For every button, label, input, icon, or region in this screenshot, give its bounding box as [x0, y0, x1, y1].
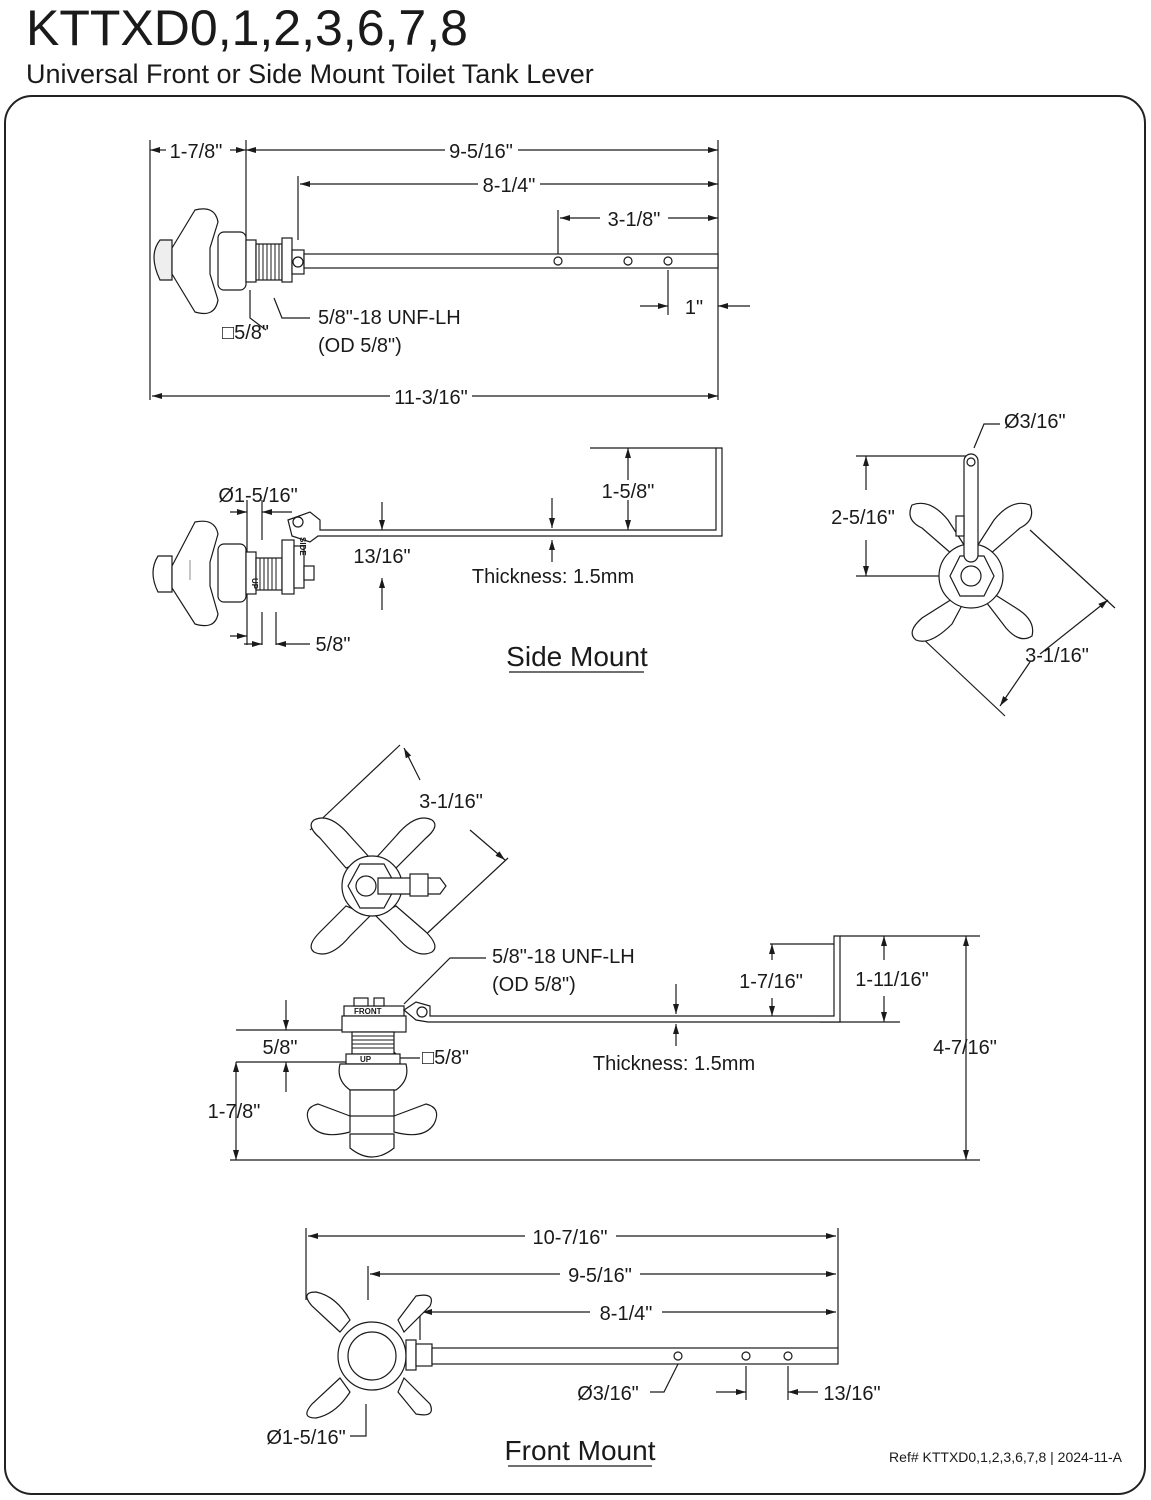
dim-span: 3-1/16" [1025, 645, 1089, 667]
dim-square: □5/8" [222, 322, 269, 344]
stamp-front-up: UP [360, 1055, 372, 1064]
dim-thread: 5/8"-18 UNF-LH [318, 307, 461, 329]
side-mount-view [152, 447, 723, 647]
dim-front-nut: 5/8" [263, 1037, 298, 1059]
stamp-up: UP [250, 578, 259, 590]
dim-front-thread: 5/8"-18 UNF-LH [492, 946, 635, 968]
dim-drop-b: 1-11/16" [855, 969, 928, 991]
drawing-title: KTTXD0,1,2,3,6,7,8 [26, 0, 468, 56]
dim-thread-od: (OD 5/8") [318, 335, 402, 357]
dim-drop-a: 1-7/16" [739, 971, 803, 993]
dim-hole-dia: Ø3/16" [1004, 411, 1066, 433]
dim-front-square: □5/8" [422, 1047, 469, 1069]
side-end-view [856, 423, 1116, 717]
dim-handle-length: 1-7/8" [170, 141, 223, 163]
dim-plan-arm: 8-1/4" [600, 1303, 653, 1325]
dim-front-thread-od: (OD 5/8") [492, 974, 576, 996]
dim-thickness: Thickness: 1.5mm [472, 566, 634, 588]
drawing-subtitle: Universal Front or Side Mount Toilet Tan… [26, 59, 594, 89]
dim-total-height: 4-7/16" [933, 1037, 997, 1059]
top-view [149, 140, 750, 400]
dim-drop: 1-5/8" [602, 481, 655, 503]
front-mount-label: Front Mount [505, 1435, 656, 1466]
dim-hub-dia: Ø1-5/16" [218, 485, 297, 507]
dim-front-span: 3-1/16" [419, 791, 483, 813]
front-plan-view [305, 1228, 839, 1437]
dim-end-offset: 1" [685, 297, 703, 319]
dim-plan-hole: Ø3/16" [577, 1383, 639, 1405]
side-mount-label: Side Mount [506, 641, 648, 672]
dim-plan-shaft: 9-5/16" [568, 1265, 632, 1287]
drawing-frame [4, 95, 1146, 1495]
stamp-side: SIDE [298, 537, 307, 556]
reference-number: Ref# KTTXD0,1,2,3,6,7,8 | 2024-11-A [889, 1449, 1123, 1465]
front-mount-view [230, 935, 980, 1161]
dim-plan-overall: 10-7/16" [533, 1227, 608, 1249]
dim-plan-hole-spacing: 13/16" [823, 1383, 880, 1405]
dim-front-thickness: Thickness: 1.5mm [593, 1053, 755, 1075]
dim-arm-length: 8-1/4" [483, 175, 536, 197]
dim-handle-height: 1-7/8" [208, 1101, 261, 1123]
dim-offset: 13/16" [353, 546, 410, 568]
dim-plan-hub: Ø1-5/16" [266, 1427, 345, 1449]
dim-nut: 5/8" [316, 634, 351, 656]
dim-height: 2-5/16" [831, 507, 895, 529]
dim-hole-span: 3-1/8" [608, 209, 661, 231]
front-end-view [309, 744, 509, 955]
dim-overall: 11-3/16" [394, 387, 467, 409]
stamp-front: FRONT [354, 1007, 382, 1016]
dim-shaft-to-end: 9-5/16" [449, 141, 513, 163]
